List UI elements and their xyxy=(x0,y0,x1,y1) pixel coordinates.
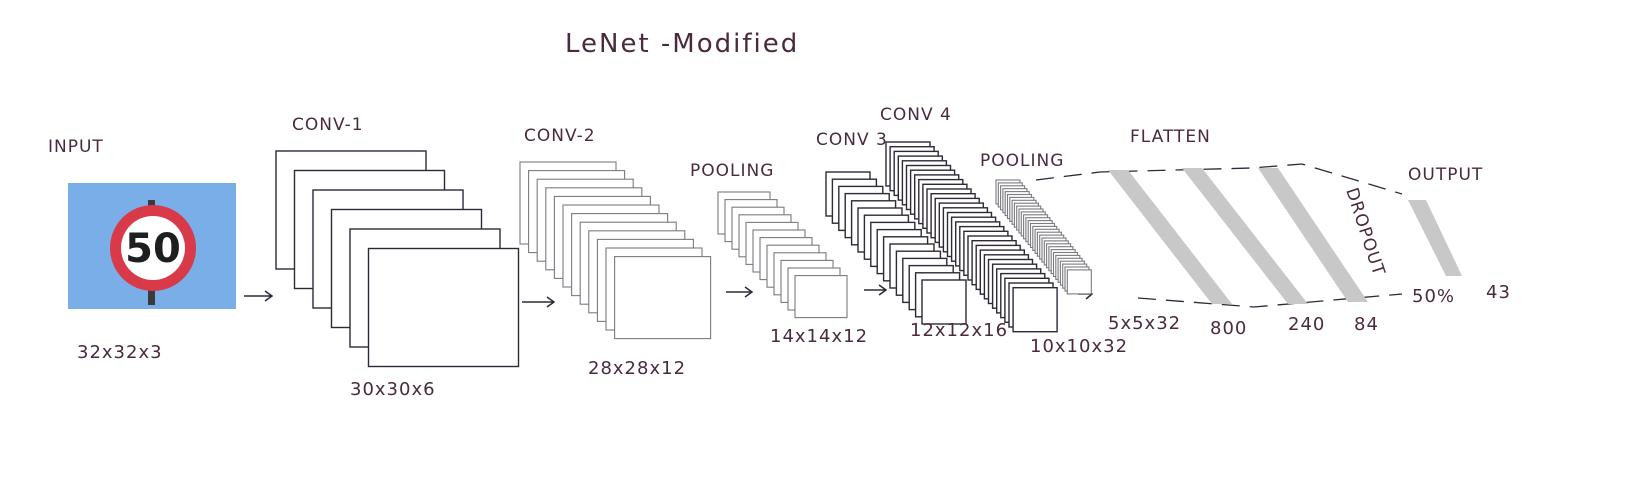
conv3-dims: 12x12x16 xyxy=(910,320,1008,341)
conv3-map-16 xyxy=(921,279,967,325)
diagram-title: LeNet -Modified xyxy=(565,29,799,59)
conv4-label: CONV 4 xyxy=(880,105,952,125)
arrow-conv2-pool1 xyxy=(726,286,754,298)
conv2-dims: 28x28x12 xyxy=(588,358,686,379)
flatten-label: FLATTEN xyxy=(1130,127,1211,147)
fc-size-240: 240 xyxy=(1288,314,1325,335)
conv4-dims: 10x10x32 xyxy=(1030,336,1128,357)
fc-band-84 xyxy=(1258,168,1368,302)
conv3-label: CONV 3 xyxy=(816,130,888,150)
fc-size-84: 84 xyxy=(1354,314,1379,335)
conv2-label: CONV-2 xyxy=(524,126,596,146)
conv4-stack xyxy=(885,141,1058,333)
pool2-stack xyxy=(995,179,1092,295)
fc-band-240 xyxy=(1182,168,1308,304)
pool2-map-32 xyxy=(1066,269,1092,295)
dropout-rate: 50% xyxy=(1412,286,1455,307)
conv3-stack xyxy=(825,171,967,325)
pool1-dims: 14x14x12 xyxy=(770,326,868,347)
fc-top-dash xyxy=(1035,163,1403,195)
conv3-label-text: CONV 3 xyxy=(816,130,888,150)
arrow-conv1-conv2 xyxy=(522,296,556,308)
input-image: 50 xyxy=(68,183,236,309)
conv2-map-12 xyxy=(614,256,712,340)
output-size: 43 xyxy=(1486,282,1511,303)
fc-bottom-dash xyxy=(1137,293,1403,308)
dropout-label: DROPOUT xyxy=(1341,185,1388,278)
arrow-input-conv1 xyxy=(244,290,274,302)
conv1-map-6 xyxy=(367,247,520,368)
conv4-map-32 xyxy=(1012,287,1058,333)
conv1-label: CONV-1 xyxy=(292,115,364,135)
pool2-label: POOLING xyxy=(980,151,1064,171)
input-label: INPUT xyxy=(48,137,104,157)
sign-text: 50 xyxy=(125,226,181,272)
conv1-stack xyxy=(275,150,520,368)
sign-face xyxy=(121,216,185,280)
pool1-map-12 xyxy=(794,275,848,319)
fc-band-800 xyxy=(1108,170,1232,304)
fc-band-output xyxy=(1408,200,1462,276)
pool1-stack xyxy=(717,191,848,319)
pool2-dims: 5x5x32 xyxy=(1108,313,1181,334)
pool1-label: POOLING xyxy=(690,161,774,181)
fc-size-800: 800 xyxy=(1210,318,1247,339)
conv1-dims: 30x30x6 xyxy=(350,379,436,400)
arrow-pool1-conv3 xyxy=(864,284,888,296)
output-label: OUTPUT xyxy=(1408,165,1483,185)
conv2-stack xyxy=(519,161,712,340)
input-dims: 32x32x3 xyxy=(77,342,163,363)
